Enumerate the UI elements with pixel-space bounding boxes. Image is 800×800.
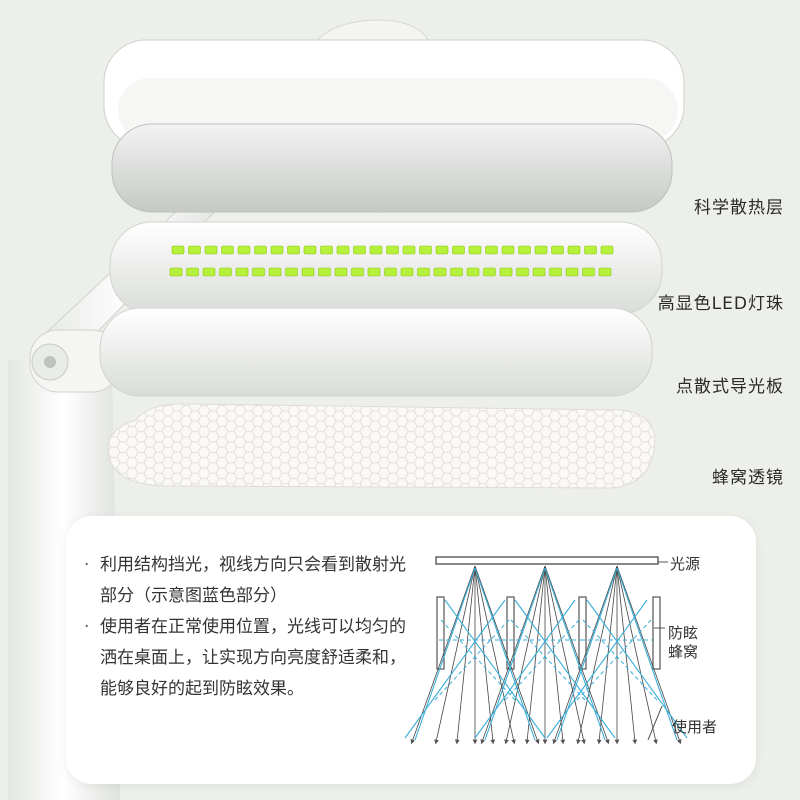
label-anti-glare-honeycomb: 防眩蜂窝 (668, 624, 699, 661)
led-chip (400, 267, 414, 277)
led-chip (369, 245, 383, 255)
led-chip (501, 245, 515, 255)
led-chip (188, 245, 201, 255)
led-chip (303, 245, 317, 255)
layer-label-guide: 点散式导光板 (676, 377, 784, 397)
led-chip (386, 245, 399, 255)
label-user: 使用者 (672, 718, 718, 736)
info-text: · 利用结构挡光，视线方向只会看到散射光部分（示意图蓝色部分） · 使用者在正常… (84, 550, 414, 705)
led-chip-rows (169, 245, 614, 277)
led-chip (336, 245, 350, 255)
led-chip (435, 245, 449, 255)
led-chip (450, 267, 463, 277)
led-chip (551, 245, 564, 255)
led-chip (237, 245, 251, 255)
info-bullet: · 使用者在正常使用位置，光线可以均匀的洒在桌面上，让实现方向亮度舒适柔和，能够… (84, 612, 414, 705)
led-chip (202, 267, 216, 277)
heat-dissipation-layer (111, 123, 673, 213)
led-chip (351, 267, 364, 277)
led-chip (452, 245, 465, 255)
led-chip (254, 245, 267, 255)
light-guide-plate (99, 307, 653, 397)
led-chip (204, 245, 218, 255)
led-chip (582, 267, 595, 277)
led-chip (584, 245, 597, 255)
led-chip (367, 267, 381, 277)
led-chip (534, 245, 548, 255)
led-chip (384, 267, 397, 277)
info-bullet-text: 利用结构挡光，视线方向只会看到散射光部分（示意图蓝色部分） (100, 555, 406, 606)
led-chip (219, 267, 232, 277)
led-chip (402, 245, 416, 255)
led-chip (169, 267, 183, 277)
led-chip (518, 245, 531, 255)
layer-label-heat: 科学散热层 (694, 198, 784, 218)
led-chip (565, 267, 579, 277)
led-chip (499, 267, 513, 277)
bullet-marker: · (84, 617, 90, 637)
led-chip (353, 245, 366, 255)
label-light-source: 光源 (670, 555, 701, 573)
led-chip (483, 267, 496, 277)
led-chip (320, 245, 333, 255)
led-chip (285, 267, 298, 277)
led-chip (186, 267, 199, 277)
led-chip (419, 245, 432, 255)
led-chip (252, 267, 265, 277)
led-chip (466, 267, 480, 277)
led-chip (318, 267, 331, 277)
led-chip (567, 245, 581, 255)
led-chip (516, 267, 529, 277)
led-chip (235, 267, 249, 277)
led-chip (549, 267, 562, 277)
led-board-layer (109, 221, 663, 315)
layer-label-led: 高显色LED灯珠 (657, 294, 784, 314)
led-chip (287, 245, 300, 255)
info-card: · 利用结构挡光，视线方向只会看到散射光部分（示意图蓝色部分） · 使用者在正常… (66, 516, 756, 784)
led-chip (270, 245, 284, 255)
led-chip (532, 267, 546, 277)
led-chip (600, 245, 614, 255)
info-bullet-text: 使用者在正常使用位置，光线可以均匀的洒在桌面上，让实现方向亮度舒适柔和，能够良好… (100, 617, 406, 699)
led-chip (485, 245, 498, 255)
led-chip (301, 267, 315, 277)
led-chip (468, 245, 482, 255)
led-chip (268, 267, 282, 277)
bullet-marker: · (84, 555, 90, 575)
led-chip (221, 245, 234, 255)
led-chip (598, 267, 612, 277)
info-bullet: · 利用结构挡光，视线方向只会看到散射光部分（示意图蓝色部分） (84, 550, 414, 612)
honeycomb-lens (107, 403, 656, 489)
led-chip (334, 267, 348, 277)
layer-label-lens: 蜂窝透镜 (712, 468, 784, 488)
led-chip (417, 267, 430, 277)
led-chip (433, 267, 447, 277)
led-chip (171, 245, 185, 255)
